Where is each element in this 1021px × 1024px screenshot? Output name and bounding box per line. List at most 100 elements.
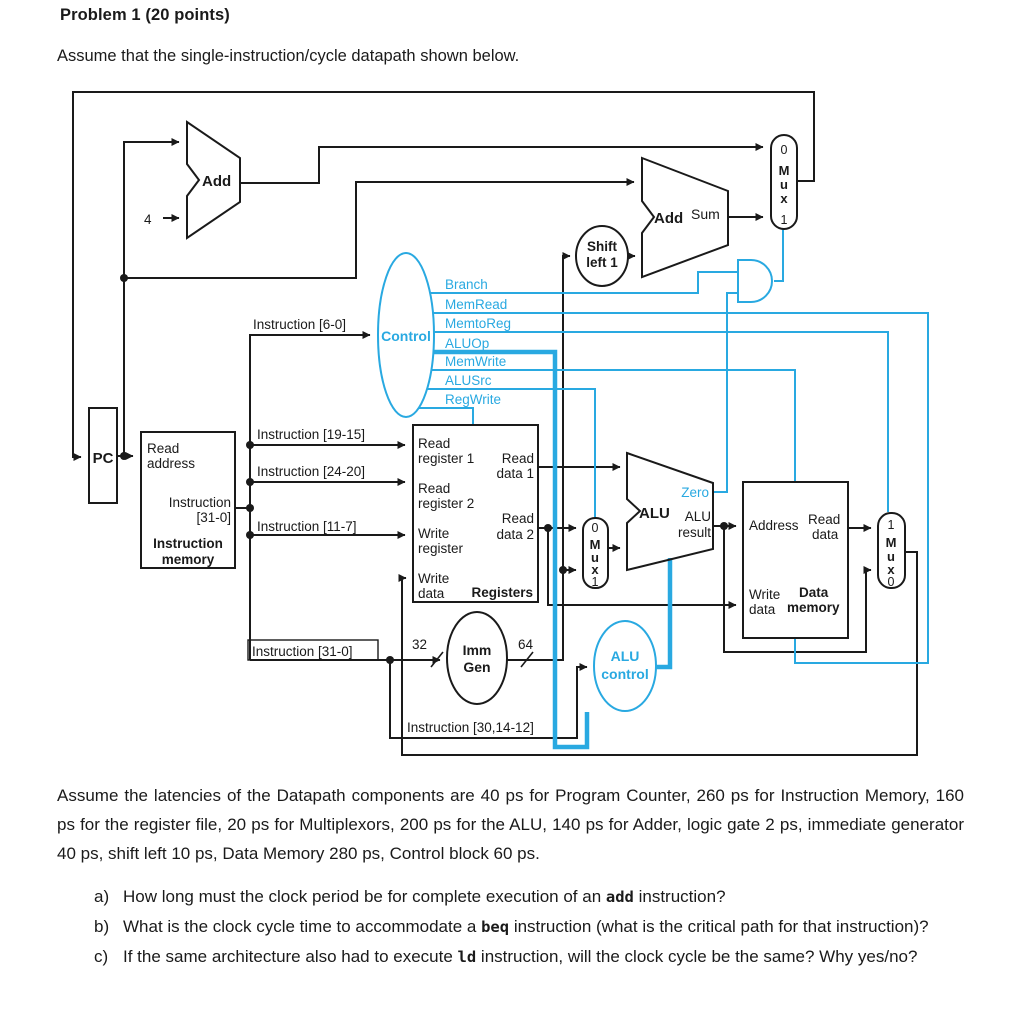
page-title: Problem 1 (20 points) [60,6,230,24]
memwrite-signal: MemWrite [445,354,506,369]
shift-left-1-unit [575,225,629,287]
alusrc-mux-labels: 0 M u x 1 [590,521,601,589]
svg-text:register 2: register 2 [418,496,474,511]
question-a-label: a) [94,887,110,906]
svg-text:data: data [418,586,445,601]
svg-text:memory: memory [787,600,840,615]
svg-text:Instruction: Instruction [169,495,231,510]
svg-text:address: address [147,456,195,471]
svg-text:Read: Read [418,481,450,496]
question-c-label: c) [94,947,109,966]
control-label: Control [381,328,431,344]
question-a-text: How long must the clock period be for co… [123,887,606,906]
svg-text:x: x [887,562,895,577]
alu-control-unit [593,620,657,712]
pcsrc-mux [770,134,798,230]
aluop-wire [433,349,590,750]
intro-text: Assume that the single-instruction/cycle… [57,47,520,65]
imm-gen-unit [446,611,508,705]
svg-text:u: u [887,549,895,564]
pc-label: PC [93,450,114,467]
branch-add-adder [641,156,729,279]
svg-text:memory: memory [162,552,215,567]
svg-text:u: u [591,550,599,565]
question-c-text: If the same architecture also had to exe… [123,947,458,966]
question-c-text-post: instruction, will the clock cycle be the… [476,947,918,966]
pcsrc-mux-labels: 0 M u x 1 [779,143,790,227]
instr-30-14-12-label: Instruction [30,14-12] [407,720,534,735]
pc-add-adder [186,120,241,240]
add2-label: Add [654,210,683,227]
svg-text:1: 1 [888,518,895,532]
memread-wire [433,312,929,664]
svg-text:M: M [590,537,601,552]
zero-output-label: Zero [681,485,709,500]
alu-label: ALU [639,505,670,522]
instr-24-20-label: Instruction [24-20] [257,464,365,479]
memread-signal: MemRead [445,297,507,312]
svg-text:control: control [601,666,648,682]
instr-31-0-label: Instruction [31-0] [252,644,353,659]
branch-and-gate [737,259,773,303]
memtoreg-signal: MemtoReg [445,316,511,331]
svg-text:0: 0 [592,521,599,535]
pc-block [88,407,118,504]
branch-signal: Branch [445,277,488,292]
svg-text:Imm: Imm [463,642,492,658]
svg-text:1: 1 [592,575,599,589]
svg-text:Read: Read [502,511,534,526]
svg-text:ALU: ALU [611,648,640,664]
svg-text:[31-0]: [31-0] [196,510,231,525]
question-b-label: b) [94,917,110,936]
alu-control-out-wire [656,558,673,670]
control-wires [419,229,929,750]
svg-text:Data: Data [799,585,829,600]
svg-text:Write: Write [418,526,449,541]
memtoreg-wire [434,331,889,512]
datapath-diagram: PC 4 Add Read address Instruction [31-0]… [72,91,929,756]
svg-text:Read: Read [502,451,534,466]
alu-block [626,451,714,572]
svg-text:register 1: register 1 [418,451,474,466]
sum-label: Sum [691,206,720,222]
four-constant: 4 [144,212,152,227]
svg-text:data: data [749,602,776,617]
registers-block [412,424,539,603]
svg-text:u: u [780,177,788,192]
alusrc-wire [427,388,596,517]
instr-6-0-label: Instruction [6-0] [253,317,346,332]
questions-list: a) How long must the clock period be for… [94,882,968,972]
instr-11-7-label: Instruction [11-7] [257,519,357,534]
instruction-31-0-label-box [247,639,379,661]
memtoreg-mux [877,512,906,589]
branch-and-out-wire [774,229,784,282]
memtoreg-mux-labels: 1 M u x 0 [886,518,897,589]
svg-text:M: M [886,535,897,550]
svg-text:Address: Address [749,518,799,533]
block-labels: PC 4 Add Read address Instruction [31-0]… [93,173,841,735]
svg-text:left 1: left 1 [586,255,618,270]
registers-title: Registers [471,585,533,600]
question-c: c) If the same architecture also had to … [94,942,968,972]
instr-19-15-label: Instruction [19-15] [257,427,365,442]
control-unit [377,252,435,418]
svg-text:M: M [779,163,790,178]
svg-text:0: 0 [781,143,788,157]
instruction-memory-block [140,431,236,569]
memwrite-wire [431,369,796,481]
zero-wire [713,292,737,493]
width-32-label: 32 [412,637,427,652]
svg-text:data 1: data 1 [496,466,534,481]
svg-text:1: 1 [781,213,788,227]
question-b: b) What is the clock cycle time to accom… [94,912,968,942]
svg-text:Shift: Shift [587,239,617,254]
latency-paragraph: Assume the latencies of the Datapath com… [57,786,964,863]
add1-label: Add [202,173,231,190]
svg-text:result: result [678,525,711,540]
svg-text:Read: Read [147,441,179,456]
svg-text:data 2: data 2 [496,527,534,542]
svg-text:x: x [591,562,599,577]
svg-text:Write: Write [418,571,449,586]
regwrite-wire [419,407,474,424]
question-a-code: add [605,888,634,906]
